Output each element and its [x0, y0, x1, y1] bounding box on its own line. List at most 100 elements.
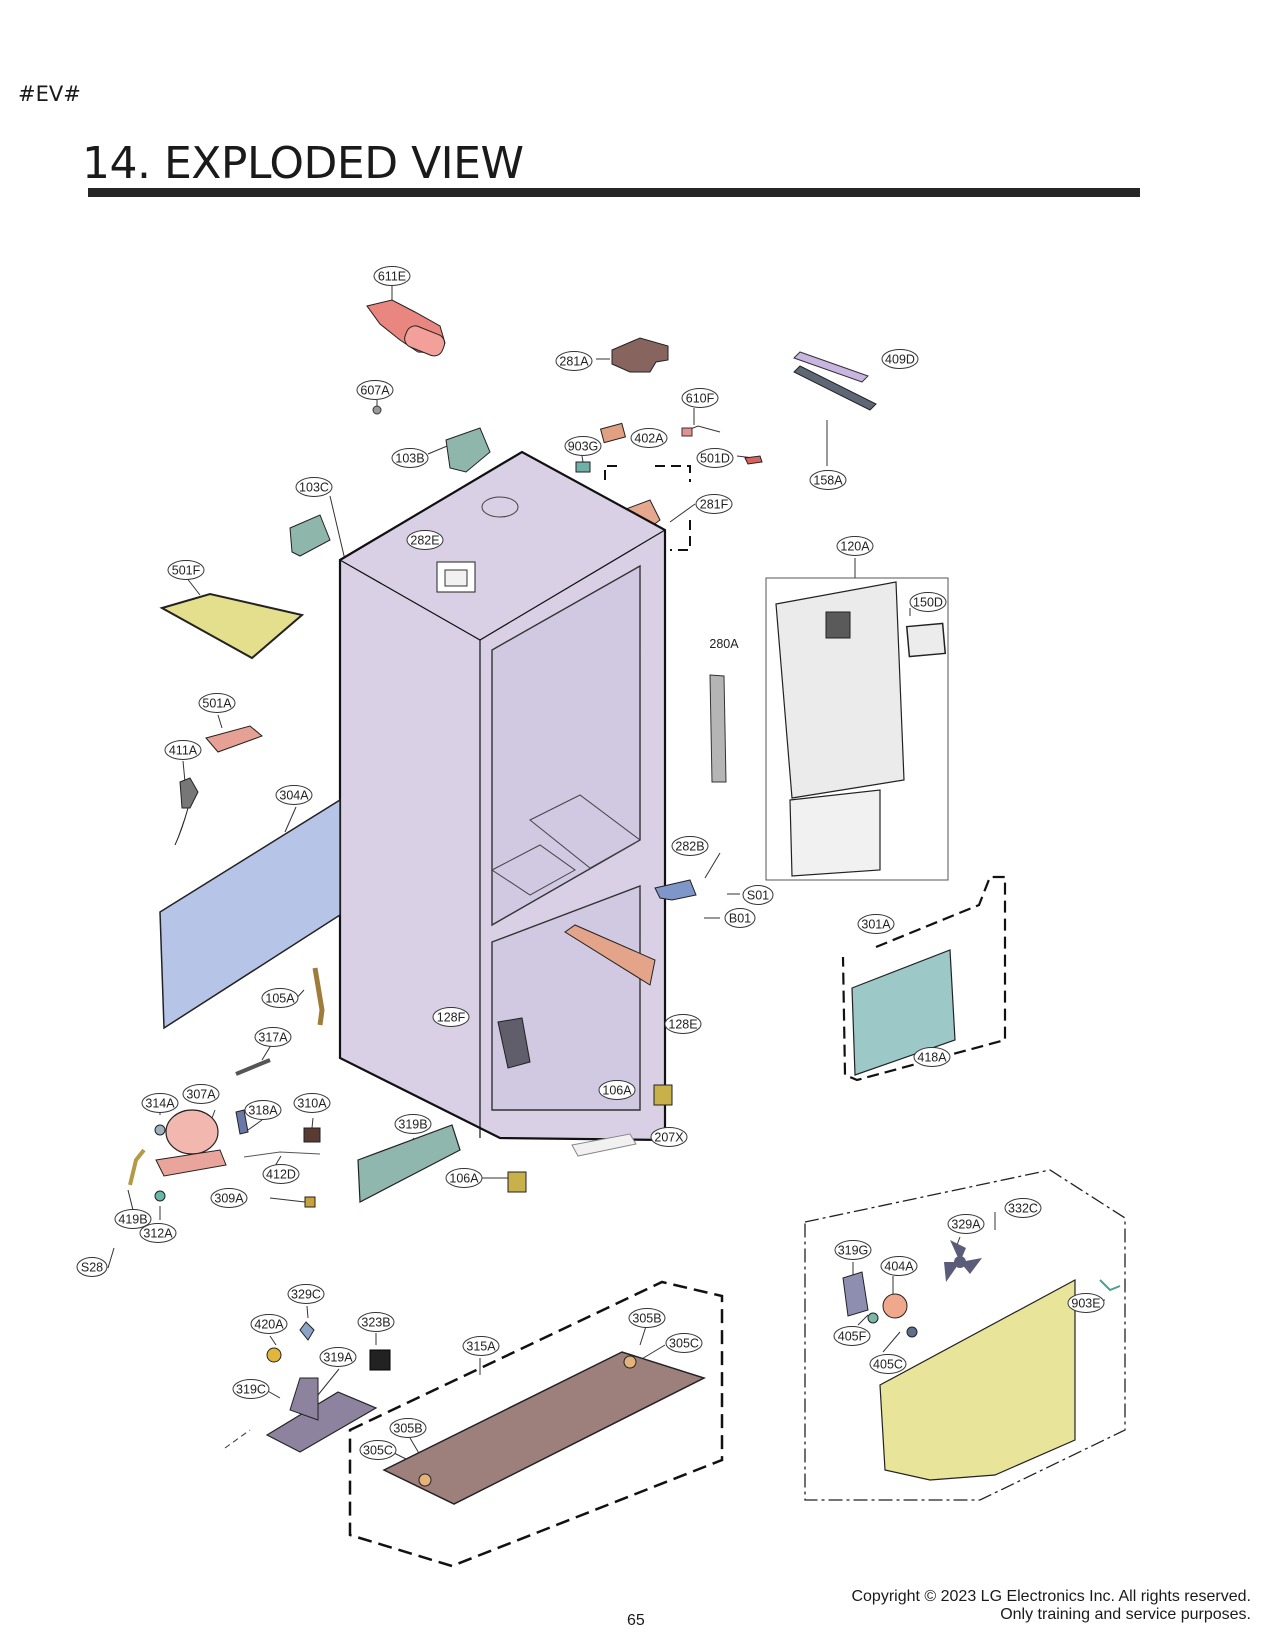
callout-317a-label: 317A	[258, 1031, 288, 1045]
pipe-419b	[128, 1148, 146, 1186]
callout-329a: 329A	[947, 1214, 985, 1234]
callout-323b-ellipse	[357, 1312, 395, 1332]
callout-411a: 411A	[164, 740, 202, 760]
grommet-312a	[154, 1190, 166, 1202]
hinge-cover-103b	[445, 427, 491, 473]
callout-418a-ellipse	[913, 1047, 951, 1067]
callout-305b-lower: 305B	[389, 1418, 427, 1438]
callout-420a-label: 420A	[254, 1318, 284, 1332]
callout-319c-ellipse	[232, 1379, 270, 1399]
callout-b01-ellipse	[724, 908, 756, 928]
grille-280a	[709, 674, 727, 783]
callout-318a-ellipse	[244, 1100, 282, 1120]
callout-409d-ellipse	[881, 349, 919, 369]
callout-405f-ellipse	[833, 1326, 871, 1346]
callout-150d: 150D	[909, 592, 947, 612]
callout-501a-label: 501A	[202, 697, 232, 711]
callout-105a-ellipse	[261, 988, 299, 1008]
callout-282b-label: 282B	[675, 840, 704, 854]
callout-120a: 120A	[836, 536, 874, 556]
callout-409d: 409D	[881, 349, 919, 369]
callout-106a-upper: 106A	[598, 1080, 636, 1100]
callout-281a-label: 281A	[559, 355, 589, 369]
callout-319a-label: 319A	[323, 1351, 353, 1365]
callout-282e-ellipse	[406, 530, 444, 550]
tube-105a	[312, 967, 325, 1026]
callout-128f: 128F	[432, 1007, 470, 1027]
callout-103b: 103B	[391, 448, 429, 468]
callout-305c-lower-label: 305C	[363, 1444, 393, 1458]
callout-404a-ellipse	[880, 1256, 918, 1276]
callout-319a-ellipse	[319, 1347, 357, 1367]
callout-305c-lower: 305C	[359, 1440, 397, 1460]
rail-128e	[564, 924, 656, 986]
callout-158a-label: 158A	[813, 474, 843, 488]
callout-607a: 607A	[356, 380, 394, 400]
callout-103b-label: 103B	[395, 452, 424, 466]
bracket-318a	[235, 1109, 249, 1135]
callout-304a-ellipse	[275, 785, 313, 805]
callout-318a: 318A	[244, 1100, 282, 1120]
callout-329c: 329C	[287, 1284, 325, 1304]
callout-501f-ellipse	[167, 560, 205, 580]
callout-309a-label: 309A	[214, 1192, 244, 1206]
page-number: 65	[627, 1612, 645, 1629]
callout-315a-label: 315A	[466, 1340, 496, 1354]
fan-motor-404a	[882, 1293, 908, 1319]
callout-305c-upper-label: 305C	[669, 1337, 699, 1351]
callout-501d-label: 501D	[700, 452, 730, 466]
sensor-610f	[687, 425, 721, 433]
relay-310a	[303, 1127, 321, 1143]
callout-329a-label: 329A	[951, 1218, 981, 1232]
callout-319b-ellipse	[394, 1114, 432, 1134]
base-plate-315a	[382, 1351, 706, 1505]
callout-106a-lower-ellipse	[445, 1168, 483, 1188]
callout-903g: 903G	[564, 436, 602, 456]
callout-106a-lower: 106A	[445, 1168, 483, 1188]
callout-304a-label: 304A	[279, 789, 309, 803]
callout-301a: 301A	[857, 914, 895, 934]
callout-903e-label: 903E	[1071, 1297, 1100, 1311]
callout-150d-label: 150D	[913, 596, 943, 610]
callout-323b-label: 323B	[361, 1316, 390, 1330]
callout-411a-label: 411A	[169, 744, 198, 758]
bracket-128f	[497, 1017, 531, 1069]
callout-281f-ellipse	[695, 494, 733, 514]
callout-305b-upper: 305B	[628, 1308, 666, 1328]
callout-105a: 105A	[261, 988, 299, 1008]
callout-405f: 405F	[833, 1326, 871, 1346]
cabinet	[338, 450, 667, 1142]
callout-301a-ellipse	[857, 914, 895, 934]
damper-329c	[299, 1321, 315, 1341]
callout-607a-ellipse	[356, 380, 394, 400]
heater-323b	[369, 1349, 391, 1371]
label-280a: 280A	[709, 637, 739, 651]
callout-329c-ellipse	[287, 1284, 325, 1304]
callout-314a-ellipse	[141, 1093, 179, 1113]
callout-128e: 128E	[664, 1014, 702, 1034]
callout-b01-label: B01	[729, 912, 751, 926]
callout-610f-label: 610F	[686, 392, 715, 406]
callout-419b-ellipse	[114, 1209, 152, 1229]
callout-s28: S28	[76, 1257, 108, 1277]
callout-312a: 312A	[139, 1223, 177, 1243]
callout-312a-label: 312A	[143, 1227, 173, 1241]
bracket-319c	[289, 1377, 319, 1421]
screw-607a	[372, 405, 382, 415]
callout-409d-label: 409D	[885, 353, 915, 367]
callout-319b: 319B	[394, 1114, 432, 1134]
washer-405c	[906, 1326, 918, 1338]
callout-s01: S01	[742, 885, 774, 905]
callout-610f-ellipse	[681, 388, 719, 408]
switch-402a	[599, 422, 627, 444]
callout-305c-upper-ellipse	[665, 1333, 703, 1353]
callout-402a-label: 402A	[634, 432, 664, 446]
callout-s01-ellipse	[742, 885, 774, 905]
fan-blade-329a	[944, 1240, 982, 1282]
callout-903e-ellipse	[1067, 1293, 1105, 1313]
callout-b01: B01	[724, 908, 756, 928]
callout-282b-ellipse	[671, 836, 709, 856]
callout-404a-label: 404A	[884, 1260, 914, 1274]
callout-903g-ellipse	[564, 436, 602, 456]
callout-103c: 103C	[295, 477, 333, 497]
